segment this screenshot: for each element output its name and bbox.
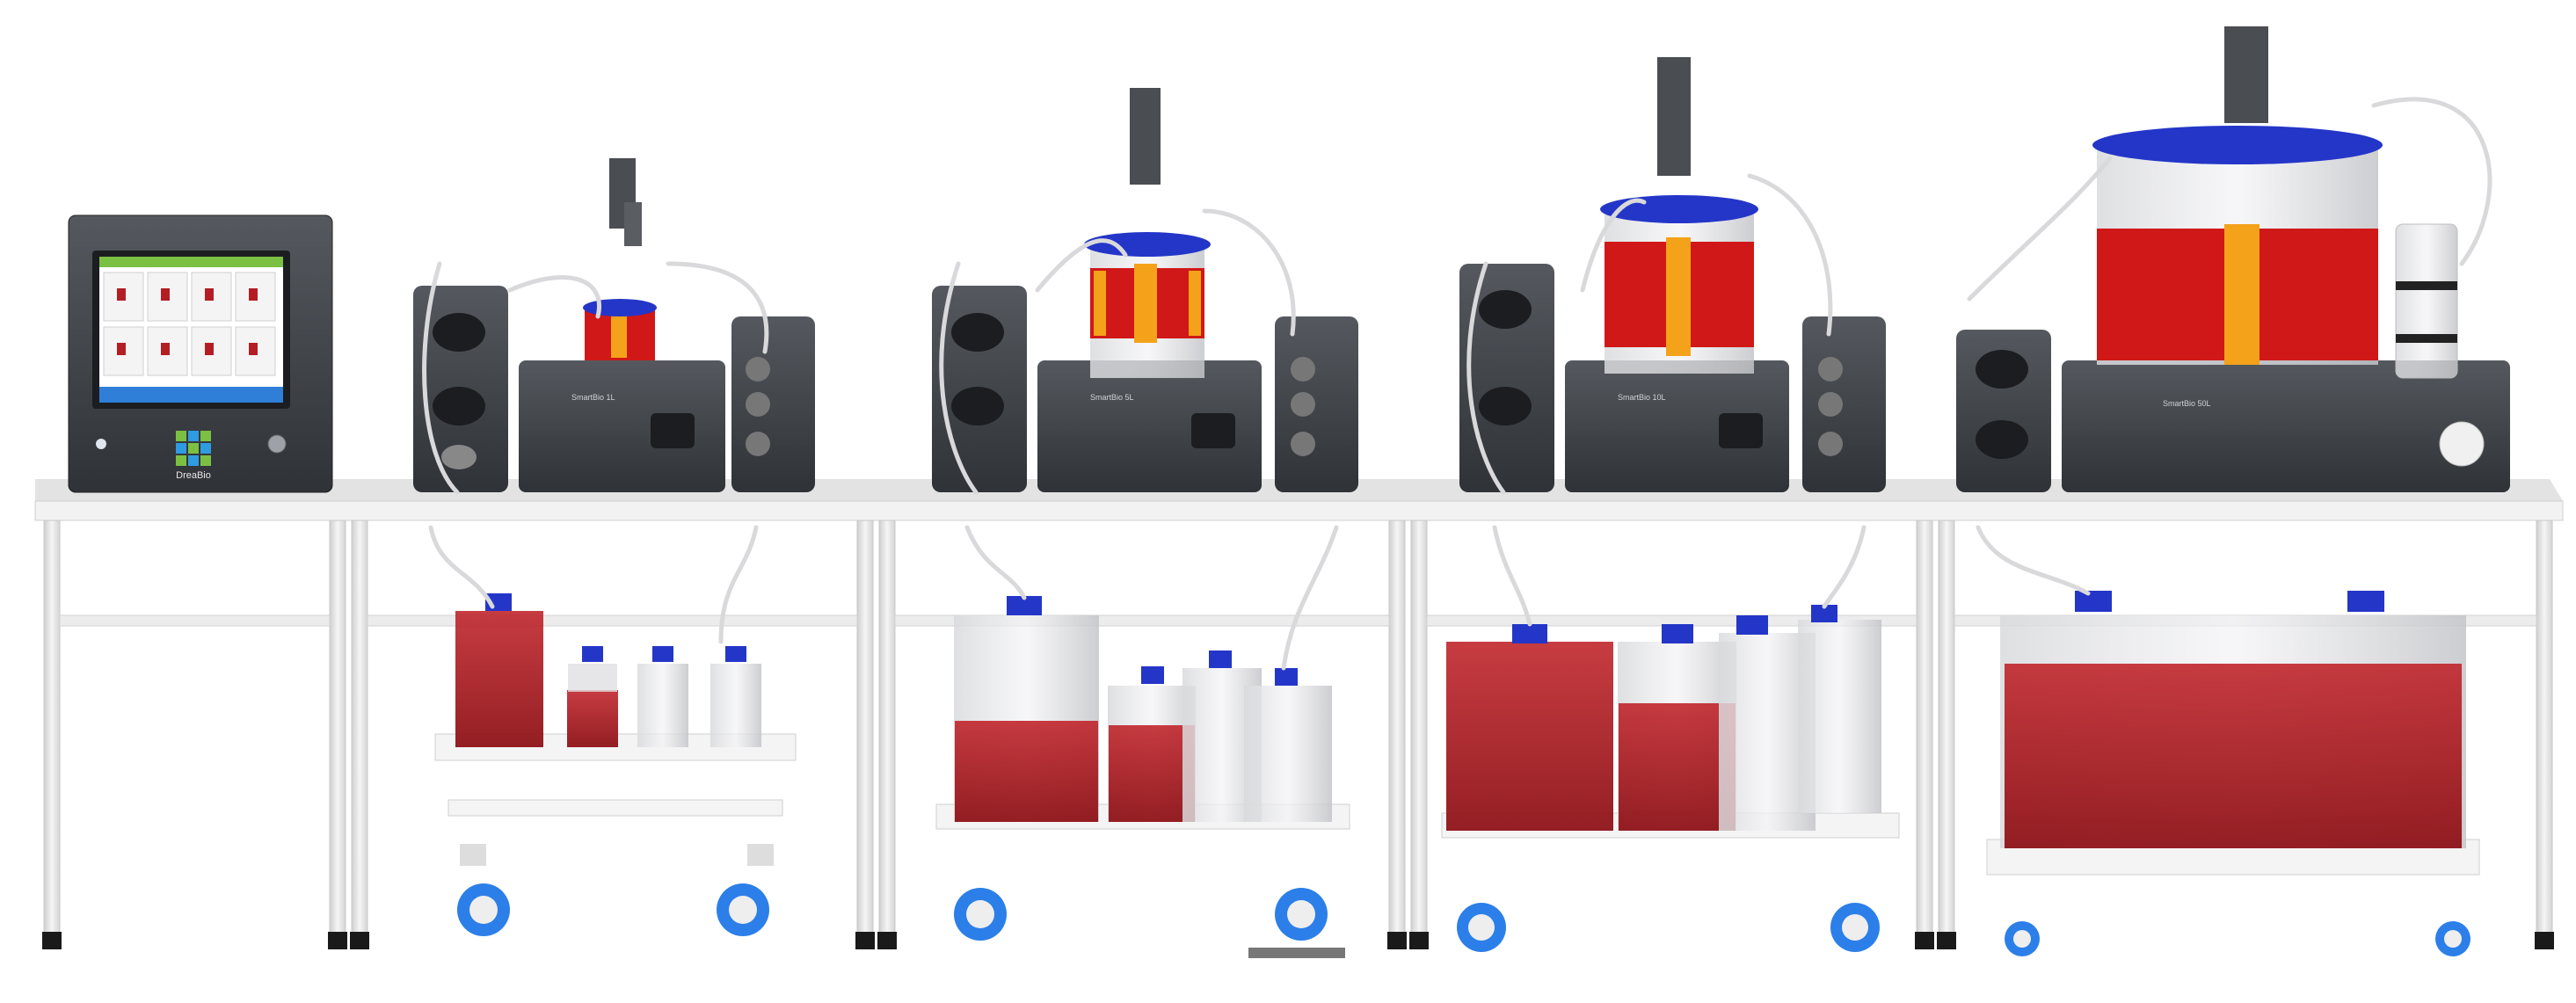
tubing [422, 97, 2492, 671]
status-led [96, 439, 106, 449]
media-bottle [567, 690, 618, 747]
media-bottle [710, 664, 761, 747]
bioreactor-base [519, 360, 725, 492]
bench-leg [856, 520, 874, 934]
caster-wheel [717, 844, 774, 936]
peristaltic-pump[interactable] [1719, 413, 1763, 448]
media-bottle [637, 664, 688, 747]
caster-wheel [2435, 921, 2470, 956]
bioreactor-label: SmartBio 1L [571, 393, 615, 402]
caster-wheel [1275, 888, 1328, 941]
pump-module [1459, 264, 1554, 492]
pump-module [731, 316, 815, 492]
station-2: SmartBio 5L [932, 88, 1358, 958]
bench-leg [878, 520, 896, 934]
vessel-lid [1084, 232, 1211, 257]
media-bottle [1244, 686, 1332, 822]
pump-head[interactable] [1976, 350, 2028, 389]
pump-head[interactable] [1479, 290, 1532, 329]
bench-leg [1916, 520, 1933, 934]
media-bottle [1798, 620, 1881, 813]
bench-leg [2536, 520, 2553, 934]
controller-logo-text: DreaBio [176, 470, 211, 481]
bench-leg [1410, 520, 1428, 934]
caster-wheel [1830, 903, 1880, 952]
app-logo-icon [176, 431, 211, 466]
bench-top-edge [34, 500, 2564, 521]
pump-head[interactable] [951, 313, 1004, 352]
vessel-lid [2092, 126, 2383, 164]
bioreactor-label: SmartBio 10L [1618, 393, 1666, 402]
vessel-lid [583, 299, 657, 316]
bench-leg [351, 520, 368, 934]
screen-header [99, 257, 283, 267]
media-bottle [455, 611, 543, 747]
caster-wheel [2005, 921, 2040, 956]
station-1: SmartBio 1L [413, 158, 815, 936]
bioreactor-base [1037, 360, 1262, 492]
bioreactor-label: SmartBio 5L [1090, 393, 1134, 402]
bench-leg [1388, 520, 1406, 934]
peristaltic-pump[interactable] [651, 413, 695, 448]
pump-head[interactable] [951, 387, 1004, 425]
bioreactor-label: SmartBio 50L [2163, 399, 2211, 408]
pump-module [1275, 316, 1358, 492]
pump-module [1802, 316, 1886, 492]
caster-wheel [1457, 903, 1506, 952]
media-bottle [1446, 642, 1613, 831]
pump-head[interactable] [433, 387, 485, 425]
peristaltic-pump[interactable] [1191, 413, 1235, 448]
vessel-lid [1600, 195, 1758, 223]
pump-head[interactable] [1479, 387, 1532, 425]
bench-leg [43, 520, 61, 934]
station-3: SmartBio 10L [1441, 57, 1900, 952]
caster-wheel [954, 888, 1007, 941]
pump-head[interactable] [433, 313, 485, 352]
filter-canister [2395, 223, 2458, 379]
bioreactor-base [2062, 360, 2510, 492]
bench-leg [1938, 520, 1955, 934]
controller-unit: DreaBio [68, 214, 333, 493]
screen-footer [99, 387, 283, 403]
caster-wheel [457, 844, 510, 936]
connector-port[interactable] [267, 434, 287, 454]
station-4: SmartBio 50L [1956, 26, 2510, 956]
bench-leg [329, 520, 346, 934]
pump-head[interactable] [1976, 420, 2028, 459]
bioreactor-base [1565, 360, 1789, 492]
valve[interactable] [2439, 421, 2485, 467]
